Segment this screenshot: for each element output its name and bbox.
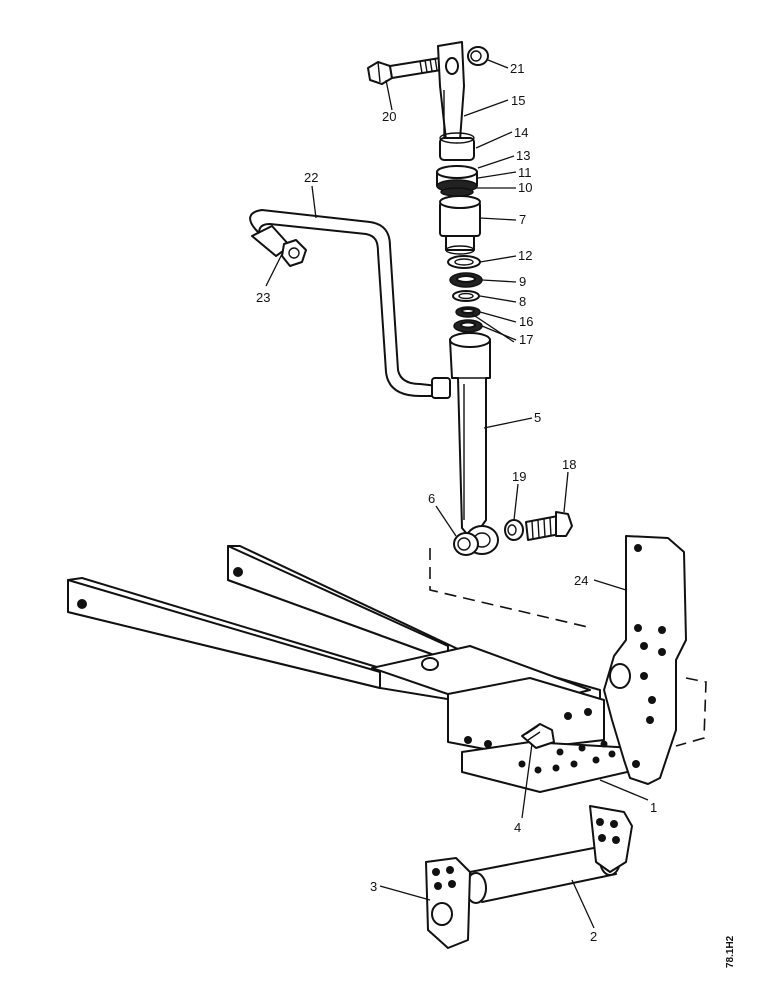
part-gland-7 bbox=[439, 195, 481, 255]
callout-10: 10 bbox=[518, 180, 532, 195]
callout-18: 18 bbox=[562, 457, 576, 472]
callout-20: 20 bbox=[382, 109, 396, 124]
part-bracket-3-right bbox=[589, 805, 633, 873]
part-washer-8 bbox=[452, 290, 480, 302]
reference-code: 78.1H2 bbox=[725, 935, 736, 968]
leader-lines bbox=[265, 59, 649, 929]
callout-9: 9 bbox=[519, 274, 526, 289]
callout-19: 19 bbox=[512, 469, 526, 484]
callout-17: 17 bbox=[519, 332, 533, 347]
part-seal-12 bbox=[447, 255, 481, 269]
callout-7: 7 bbox=[519, 212, 526, 227]
callout-3: 3 bbox=[370, 879, 377, 894]
part-bush-6 bbox=[453, 532, 479, 556]
part-seal-9 bbox=[449, 272, 483, 288]
part-bracket-24 bbox=[603, 535, 687, 785]
part-pipe-22 bbox=[249, 208, 451, 399]
callout-13: 13 bbox=[516, 148, 530, 163]
callout-22: 22 bbox=[304, 170, 318, 185]
assembly-guide-lines bbox=[429, 548, 707, 747]
callout-23: 23 bbox=[256, 290, 270, 305]
part-bracket-3-left bbox=[425, 857, 471, 949]
callout-15: 15 bbox=[511, 93, 525, 108]
part-nut-13-11-10 bbox=[436, 165, 478, 197]
part-rings-16-17 bbox=[453, 306, 483, 333]
callout-2: 2 bbox=[590, 929, 597, 944]
callout-14: 14 bbox=[514, 125, 528, 140]
part-bolt-18 bbox=[525, 511, 573, 541]
part-clevis-rod-15 bbox=[437, 41, 465, 141]
callout-21: 21 bbox=[510, 61, 524, 76]
part-frame bbox=[67, 545, 637, 793]
part-bush-19 bbox=[504, 519, 524, 541]
callout-6: 6 bbox=[428, 491, 435, 506]
callout-labels: 20 21 15 14 13 11 10 7 12 9 8 16 17 5 22… bbox=[256, 61, 657, 944]
part-union-23 bbox=[251, 225, 307, 267]
callout-12: 12 bbox=[518, 248, 532, 263]
callout-11: 11 bbox=[518, 165, 532, 180]
callout-16: 16 bbox=[519, 314, 533, 329]
part-bush-21 bbox=[467, 46, 489, 66]
part-bolt-4 bbox=[521, 723, 555, 749]
callout-1: 1 bbox=[650, 800, 657, 815]
part-cylinder-5 bbox=[449, 332, 499, 555]
callout-4: 4 bbox=[514, 820, 521, 835]
callout-8: 8 bbox=[519, 294, 526, 309]
part-bolt-20 bbox=[367, 57, 442, 85]
part-collar-14 bbox=[439, 132, 475, 161]
callout-5: 5 bbox=[534, 410, 541, 425]
callout-24: 24 bbox=[574, 573, 588, 588]
